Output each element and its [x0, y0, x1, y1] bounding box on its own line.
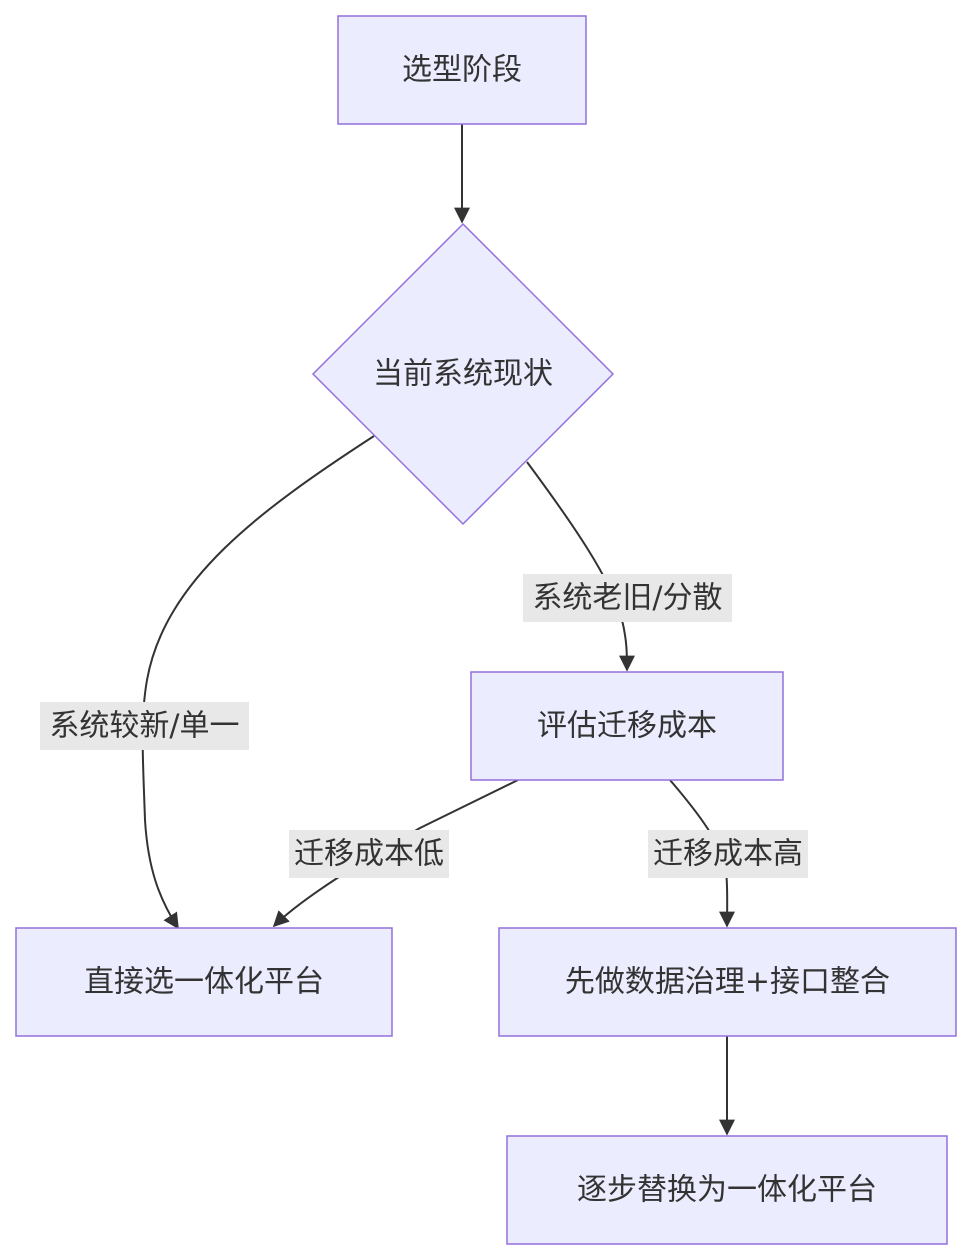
- svg-text:当前系统现状: 当前系统现状: [373, 357, 553, 392]
- node-evaluate: 评估迁移成本: [470, 671, 784, 781]
- svg-text:迁移成本低: 迁移成本低: [294, 837, 444, 872]
- svg-text:先做数据治理+接口整合: 先做数据治理+接口整合: [565, 965, 890, 1000]
- svg-text:直接选一体化平台: 直接选一体化平台: [84, 965, 324, 1000]
- node-decision: 当前系统现状: [311, 222, 615, 526]
- node-governance: 先做数据治理+接口整合: [498, 927, 957, 1037]
- edge-label-old-scattered: 系统老旧/分散: [523, 574, 732, 622]
- svg-text:逐步替换为一体化平台: 逐步替换为一体化平台: [577, 1173, 877, 1208]
- svg-text:迁移成本高: 迁移成本高: [653, 837, 803, 872]
- edge-label-low-cost: 迁移成本低: [289, 830, 449, 878]
- svg-text:选型阶段: 选型阶段: [402, 53, 522, 88]
- node-direct: 直接选一体化平台: [15, 927, 393, 1037]
- svg-text:系统老旧/分散: 系统老旧/分散: [532, 581, 722, 616]
- svg-text:评估迁移成本: 评估迁移成本: [537, 709, 717, 744]
- node-replace: 逐步替换为一体化平台: [506, 1135, 948, 1245]
- edge-label-high-cost: 迁移成本高: [648, 830, 808, 878]
- edge-decision-to-direct: [141, 435, 375, 930]
- svg-text:系统较新/单一: 系统较新/单一: [49, 709, 239, 744]
- edge-decision-to-evaluate: [526, 461, 635, 672]
- node-start: 选型阶段: [337, 15, 587, 125]
- edge-label-new-single: 系统较新/单一: [40, 702, 249, 750]
